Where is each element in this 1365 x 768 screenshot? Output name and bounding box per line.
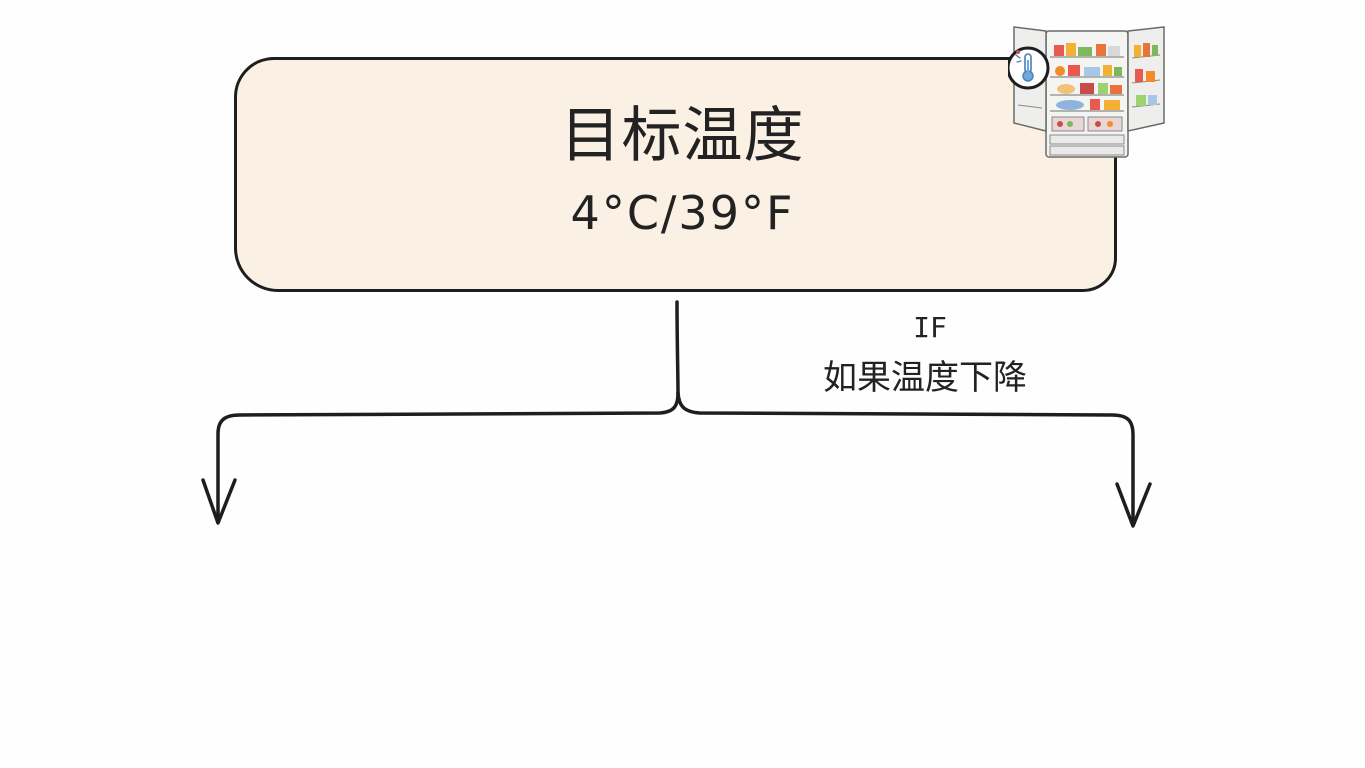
target-temperature-box [234,57,1117,292]
target-temperature-title: 目标温度 [560,101,805,171]
if-condition-label: 如果温度下降 [823,358,1027,398]
right-branch-line [676,391,1135,527]
right-arrow-head [1115,482,1152,528]
target-temperature-value: 4°C/39°F [570,186,795,240]
stem-line [216,300,680,524]
if-keyword-label: IF [913,311,947,344]
left-arrow-head [201,478,237,525]
fridge-thermometer-icon [1008,26,1165,158]
